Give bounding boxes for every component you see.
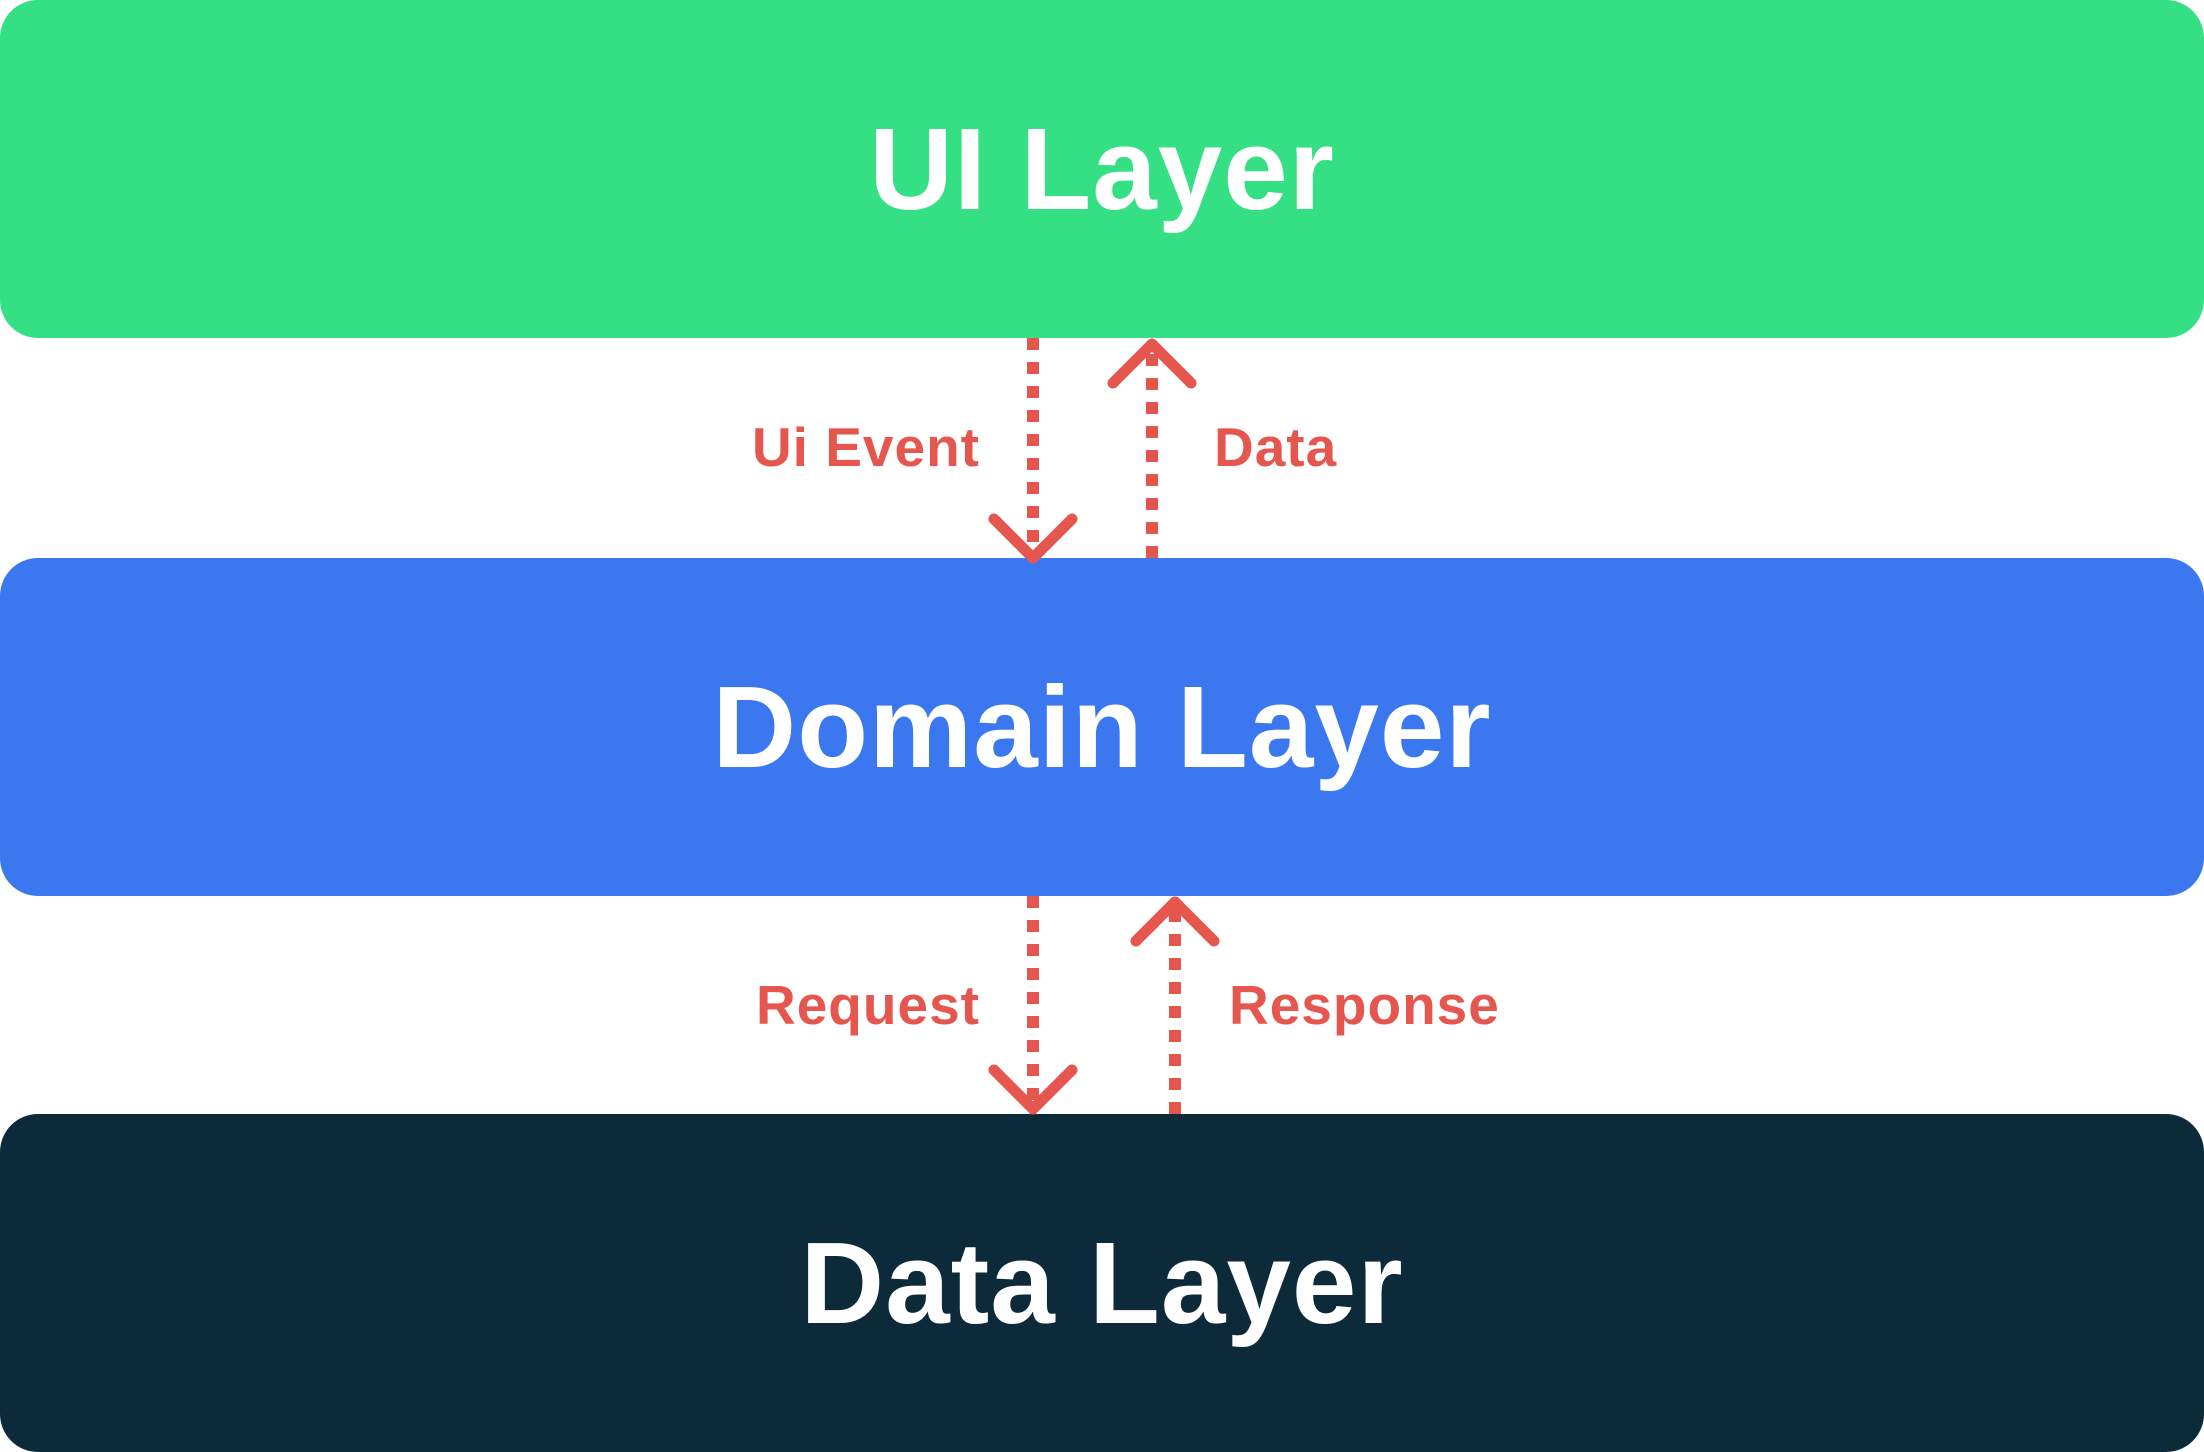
request-arrow <box>988 896 1078 1115</box>
ui-layer-box: UI Layer <box>0 0 2204 338</box>
data-layer-title: Data Layer <box>800 1218 1404 1348</box>
domain-layer-box: Domain Layer <box>0 558 2204 896</box>
request-label: Request <box>756 974 980 1036</box>
data-label: Data <box>1214 416 1338 478</box>
ui-event-arrow <box>988 338 1078 564</box>
response-label: Response <box>1229 974 1500 1036</box>
ui-event-label: Ui Event <box>751 416 980 478</box>
domain-layer-title: Domain Layer <box>712 662 1492 792</box>
data-arrow <box>1107 338 1197 558</box>
response-arrow <box>1130 896 1220 1114</box>
data-layer-box: Data Layer <box>0 1114 2204 1452</box>
ui-layer-title: UI Layer <box>869 104 1335 234</box>
